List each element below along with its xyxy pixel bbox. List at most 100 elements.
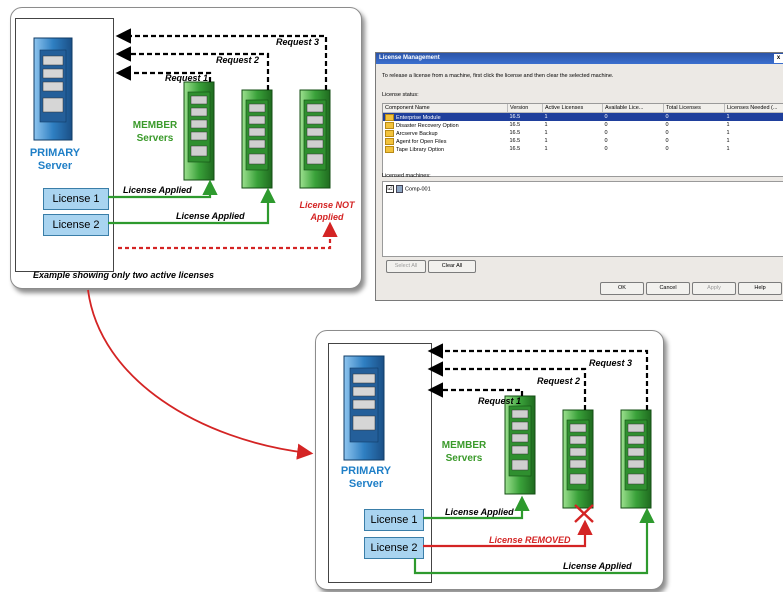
table-cell: 0 xyxy=(663,112,725,121)
cell-text: 1 xyxy=(726,138,730,144)
table-cell: 16.5 xyxy=(507,112,543,121)
table-cell: 0 xyxy=(602,112,664,121)
cell-text: Disaster Recovery Option xyxy=(396,122,459,129)
bottom-primary-server-icon xyxy=(343,355,385,461)
top-request-1-label: Request 1 xyxy=(165,73,208,83)
table-cell: 0 xyxy=(664,121,725,129)
table-cell: 1 xyxy=(725,137,783,145)
cell-text: Tape Library Option xyxy=(396,146,444,153)
table-cell: 0 xyxy=(603,129,664,137)
table-cell: 1 xyxy=(724,112,783,121)
cell-text: 16.5 xyxy=(509,130,521,136)
licensed-machines-label: Licensed machines: xyxy=(382,173,431,179)
table-cell: 1 xyxy=(543,129,603,137)
table-cell: 1 xyxy=(725,121,783,129)
top-license-lines xyxy=(108,179,338,250)
bottom-member-server-3-icon xyxy=(620,409,652,509)
dialog-title: License Management xyxy=(379,55,440,61)
component-name-cell: Enterprise Module xyxy=(383,112,508,121)
folder-icon xyxy=(385,121,394,129)
bottom-removed-label: License REMOVED xyxy=(489,535,571,545)
top-caption: Example showing only two active licenses xyxy=(33,270,215,280)
cell-text: 16.5 xyxy=(509,146,521,152)
table-cell: 16.5 xyxy=(508,137,543,145)
help-button[interactable]: Help xyxy=(738,282,782,295)
close-icon[interactable]: x xyxy=(774,54,783,63)
bottom-member-server-1-icon xyxy=(504,395,536,495)
cell-text: 0 xyxy=(604,138,608,144)
machine-checkbox[interactable]: ☑ xyxy=(386,185,394,193)
bottom-primary-label-2: Server xyxy=(349,478,384,490)
top-not-applied-label-1: License NOT xyxy=(299,200,356,210)
cell-text: 0 xyxy=(665,130,669,136)
bottom-request-2-label: Request 2 xyxy=(537,376,580,386)
cell-text: 0 xyxy=(665,146,669,152)
table-header-row: Component Name Version Active Licenses A… xyxy=(383,104,783,113)
column-header-needed[interactable]: Licenses Needed (... xyxy=(724,104,783,113)
licensed-machines-list[interactable]: ☑Comp-001 xyxy=(382,181,783,257)
dialog-title-bar: License Management x xyxy=(376,53,783,64)
cell-text: 0 xyxy=(665,114,669,120)
ok-button[interactable]: OK xyxy=(600,282,644,295)
bottom-member-label-1: MEMBER xyxy=(442,440,487,451)
column-header-active[interactable]: Active Licenses xyxy=(542,104,603,113)
column-header-version[interactable]: Version xyxy=(507,104,543,113)
cell-text: 1 xyxy=(726,122,730,128)
cell-text: 1 xyxy=(726,146,730,152)
cell-text: Agent for Open Files xyxy=(396,138,447,145)
cell-text: 1 xyxy=(544,138,548,144)
top-member-server-3-icon xyxy=(299,89,331,189)
top-request-3-label: Request 3 xyxy=(276,37,319,47)
cell-text: 0 xyxy=(604,130,608,136)
table-row[interactable]: Disaster Recovery Option 16.5 1 0 0 1 xyxy=(383,121,783,129)
cell-text: 1 xyxy=(726,130,730,136)
select-all-button[interactable]: Select All xyxy=(386,260,426,273)
top-license-1-box: License 1 xyxy=(43,188,109,210)
license-status-table[interactable]: Component Name Version Active Licenses A… xyxy=(382,103,783,177)
component-name-cell: Agent for Open Files xyxy=(383,137,508,145)
column-header-available[interactable]: Available Lice... xyxy=(602,104,664,113)
cell-text: Arcserve Backup xyxy=(396,130,438,137)
cell-text: 1 xyxy=(544,114,548,120)
top-applied-label-1: License Applied xyxy=(123,185,192,195)
table-cell: 0 xyxy=(664,137,725,145)
cell-text: 1 xyxy=(726,114,730,120)
cell-text: 16.5 xyxy=(509,114,521,120)
cell-text: 16.5 xyxy=(509,138,521,144)
folder-icon xyxy=(385,145,394,153)
top-primary-server-icon xyxy=(33,37,73,141)
table-cell: 0 xyxy=(664,145,725,153)
apply-button[interactable]: Apply xyxy=(692,282,736,295)
component-name-cell: Arcserve Backup xyxy=(383,129,508,137)
column-header-component[interactable]: Component Name xyxy=(383,104,508,113)
bottom-primary-label-1: PRIMARY xyxy=(341,465,392,477)
bottom-license-lines xyxy=(413,495,655,575)
top-member-server-1-icon xyxy=(183,81,215,181)
connector-arrow xyxy=(87,289,314,460)
computer-icon xyxy=(396,185,403,193)
component-name-cell: Disaster Recovery Option xyxy=(383,121,508,129)
bottom-license-2-box: License 2 xyxy=(364,537,424,559)
cancel-button[interactable]: Cancel xyxy=(646,282,690,295)
machine-item[interactable]: ☑Comp-001 xyxy=(386,185,431,193)
table-cell: 1 xyxy=(543,121,603,129)
license-status-label: License status: xyxy=(382,92,419,98)
bottom-applied-label-2: License Applied xyxy=(563,561,632,571)
column-header-total[interactable]: Total Licenses xyxy=(663,104,725,113)
cell-text: 1 xyxy=(544,146,548,152)
cell-text: 0 xyxy=(604,122,608,128)
table-cell: 0 xyxy=(603,145,664,153)
folder-icon xyxy=(385,137,394,145)
cell-text: 0 xyxy=(604,114,608,120)
component-name-cell: Tape Library Option xyxy=(383,145,508,153)
cell-text: 1 xyxy=(544,122,548,128)
clear-all-button[interactable]: Clear All xyxy=(428,260,476,273)
cell-text: 0 xyxy=(665,122,669,128)
table-cell: 1 xyxy=(543,145,603,153)
cell-text: 16.5 xyxy=(509,122,521,128)
